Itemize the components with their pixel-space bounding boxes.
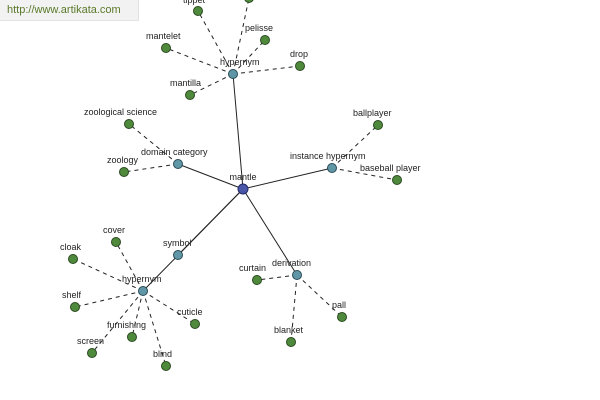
leaf-node-furnishing[interactable] (127, 332, 137, 342)
relation-node-hypernym-bottom[interactable] (138, 286, 148, 296)
leaf-node-zoology[interactable] (119, 167, 129, 177)
relation-node-instance-hypernym[interactable] (327, 163, 337, 173)
leaf-node-shelf-label: shelf (62, 290, 82, 300)
edge-domain-category-zoological-science (128, 123, 179, 165)
leaf-node-pall[interactable] (337, 312, 347, 322)
relation-node-hypernym-top[interactable] (228, 69, 238, 79)
leaf-node-curtain[interactable] (252, 275, 262, 285)
relation-node-hypernym-top-label: hypernym (220, 57, 260, 67)
relation-node-domain-category-label: domain category (141, 147, 208, 157)
relation-node-derivation-label: derivation (272, 258, 311, 268)
leaf-node-blind[interactable] (161, 361, 171, 371)
leaf-node-blind-label: blind (153, 349, 172, 359)
edge-hypernym-top-mantelet (165, 47, 234, 75)
labels-layer: tippet pelisse mantelet drop mantilla zoologi… (60, 0, 421, 359)
url-bar: http://www.artikata.com (0, 0, 139, 21)
edge-hypernym-bottom-shelf (74, 290, 144, 308)
leaf-node-cloak-label: cloak (60, 242, 82, 252)
relation-node-symbol[interactable] (173, 250, 183, 260)
relation-node-symbol-label: symbol (163, 238, 192, 248)
leaf-node-zoological-science-label: zoological science (84, 107, 157, 117)
edge-domain-category-zoology (123, 163, 179, 173)
leaf-node-screen-label: screen (77, 336, 104, 346)
leaf-node-cuticle[interactable] (190, 319, 200, 329)
relation-node-instance-hypernym-label: instance hypernym (290, 151, 366, 161)
relation-node-domain-category[interactable] (173, 159, 183, 169)
edge-hypernym-top-pelisse-top (232, 0, 250, 75)
leaf-node-tippet-label: tippet (183, 0, 206, 5)
leaf-node-cover[interactable] (111, 237, 121, 247)
leaf-node-pelisse-top[interactable] (244, 0, 254, 3)
leaf-node-shelf[interactable] (70, 302, 80, 312)
leaf-node-furnishing-label: furnishing (107, 320, 146, 330)
edge-hypernym-bottom-cover (115, 241, 144, 292)
relation-node-hypernym-bottom-label: hypernym (122, 274, 162, 284)
leaf-node-baseball-player[interactable] (392, 175, 402, 185)
edge-hypernym-bottom-blind (142, 290, 167, 367)
root-node-mantle-label: mantle (229, 172, 256, 182)
leaf-node-screen[interactable] (87, 348, 97, 358)
edge-derivation-pall (296, 274, 343, 318)
edge-mantle-derivation (242, 188, 298, 276)
edge-mantle-domain-category (177, 163, 244, 190)
edge-instance-hypernym-baseball-player (331, 167, 398, 181)
source-url[interactable]: http://www.artikata.com (7, 4, 121, 16)
edges-layer (72, 0, 398, 367)
leaf-node-ballplayer[interactable] (373, 120, 383, 130)
edge-hypernym-bottom-cloak (72, 258, 144, 292)
leaf-node-mantelet-label: mantelet (146, 31, 181, 41)
leaf-node-curtain-label: curtain (239, 263, 266, 273)
leaf-node-drop[interactable] (295, 61, 305, 71)
edge-hypernym-bottom-screen (91, 290, 144, 354)
leaf-node-pelisse-label: pelisse (245, 23, 273, 33)
leaf-node-cuticle-label: cuticle (177, 307, 203, 317)
leaf-node-zoology-label: zoology (107, 155, 139, 165)
leaf-node-zoological-science[interactable] (124, 119, 134, 129)
edge-hypernym-top-drop (232, 65, 301, 75)
leaf-node-pelisse[interactable] (260, 35, 270, 45)
edge-instance-hypernym-ballplayer (331, 124, 379, 169)
leaf-node-mantilla-label: mantilla (170, 78, 201, 88)
leaf-node-mantelet[interactable] (161, 43, 171, 53)
leaf-node-cloak[interactable] (68, 254, 78, 264)
edge-derivation-blanket (290, 274, 298, 343)
edge-hypernym-bottom-cuticle (142, 290, 196, 325)
leaf-node-drop-label: drop (290, 49, 308, 59)
leaf-node-pall-label: pall (332, 300, 346, 310)
nodes-layer (68, 0, 402, 371)
relation-node-derivation[interactable] (292, 270, 302, 280)
edge-derivation-curtain (256, 274, 298, 281)
edge-mantle-hypernym-top (232, 73, 244, 190)
leaf-node-tippet[interactable] (193, 6, 203, 16)
edge-mantle-hypernym-bottom (142, 188, 244, 292)
leaf-node-ballplayer-label: ballplayer (353, 108, 392, 118)
leaf-node-cover-label: cover (103, 225, 125, 235)
edge-mantle-instance-hypernym (242, 167, 333, 190)
root-node-mantle[interactable] (237, 183, 249, 195)
leaf-node-mantilla[interactable] (185, 90, 195, 100)
leaf-node-baseball-player-label: baseball player (360, 163, 421, 173)
leaf-node-blanket-label: blanket (274, 325, 304, 335)
leaf-node-blanket[interactable] (286, 337, 296, 347)
